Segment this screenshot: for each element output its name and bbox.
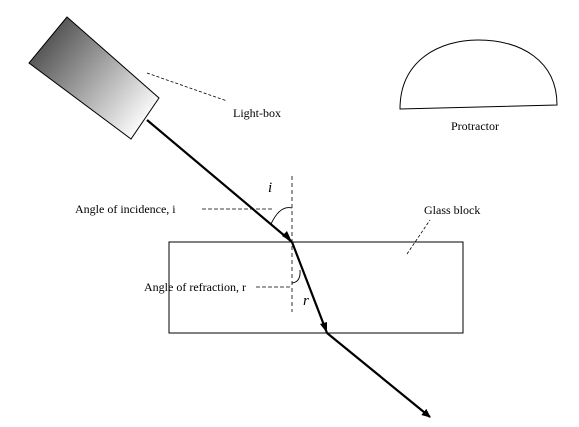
angle-incidence-label: Angle of incidence, i: [75, 202, 176, 216]
glass-block-label: Glass block: [424, 203, 480, 217]
incident-ray: [146, 119, 293, 243]
protractor-shape: [399, 39, 558, 110]
incident-arrowhead: [282, 231, 292, 242]
emergent-ray: [326, 332, 431, 418]
glass-block: [168, 241, 464, 334]
refracted-ray: [290, 241, 329, 334]
angle-refraction-label: Angle of refraction, r: [144, 280, 246, 294]
refraction-arc: [291, 269, 301, 284]
symbol-i: i: [268, 180, 272, 196]
light-box-leader: [146, 72, 228, 102]
refraction-arrowhead: [320, 322, 327, 333]
glass-block-leader: [406, 219, 431, 255]
light-box-label: Light-box: [233, 106, 281, 120]
symbol-r: r: [303, 293, 309, 309]
light-box: [28, 16, 160, 140]
incidence-arc: [270, 207, 293, 225]
protractor-label: Protractor: [451, 119, 499, 133]
